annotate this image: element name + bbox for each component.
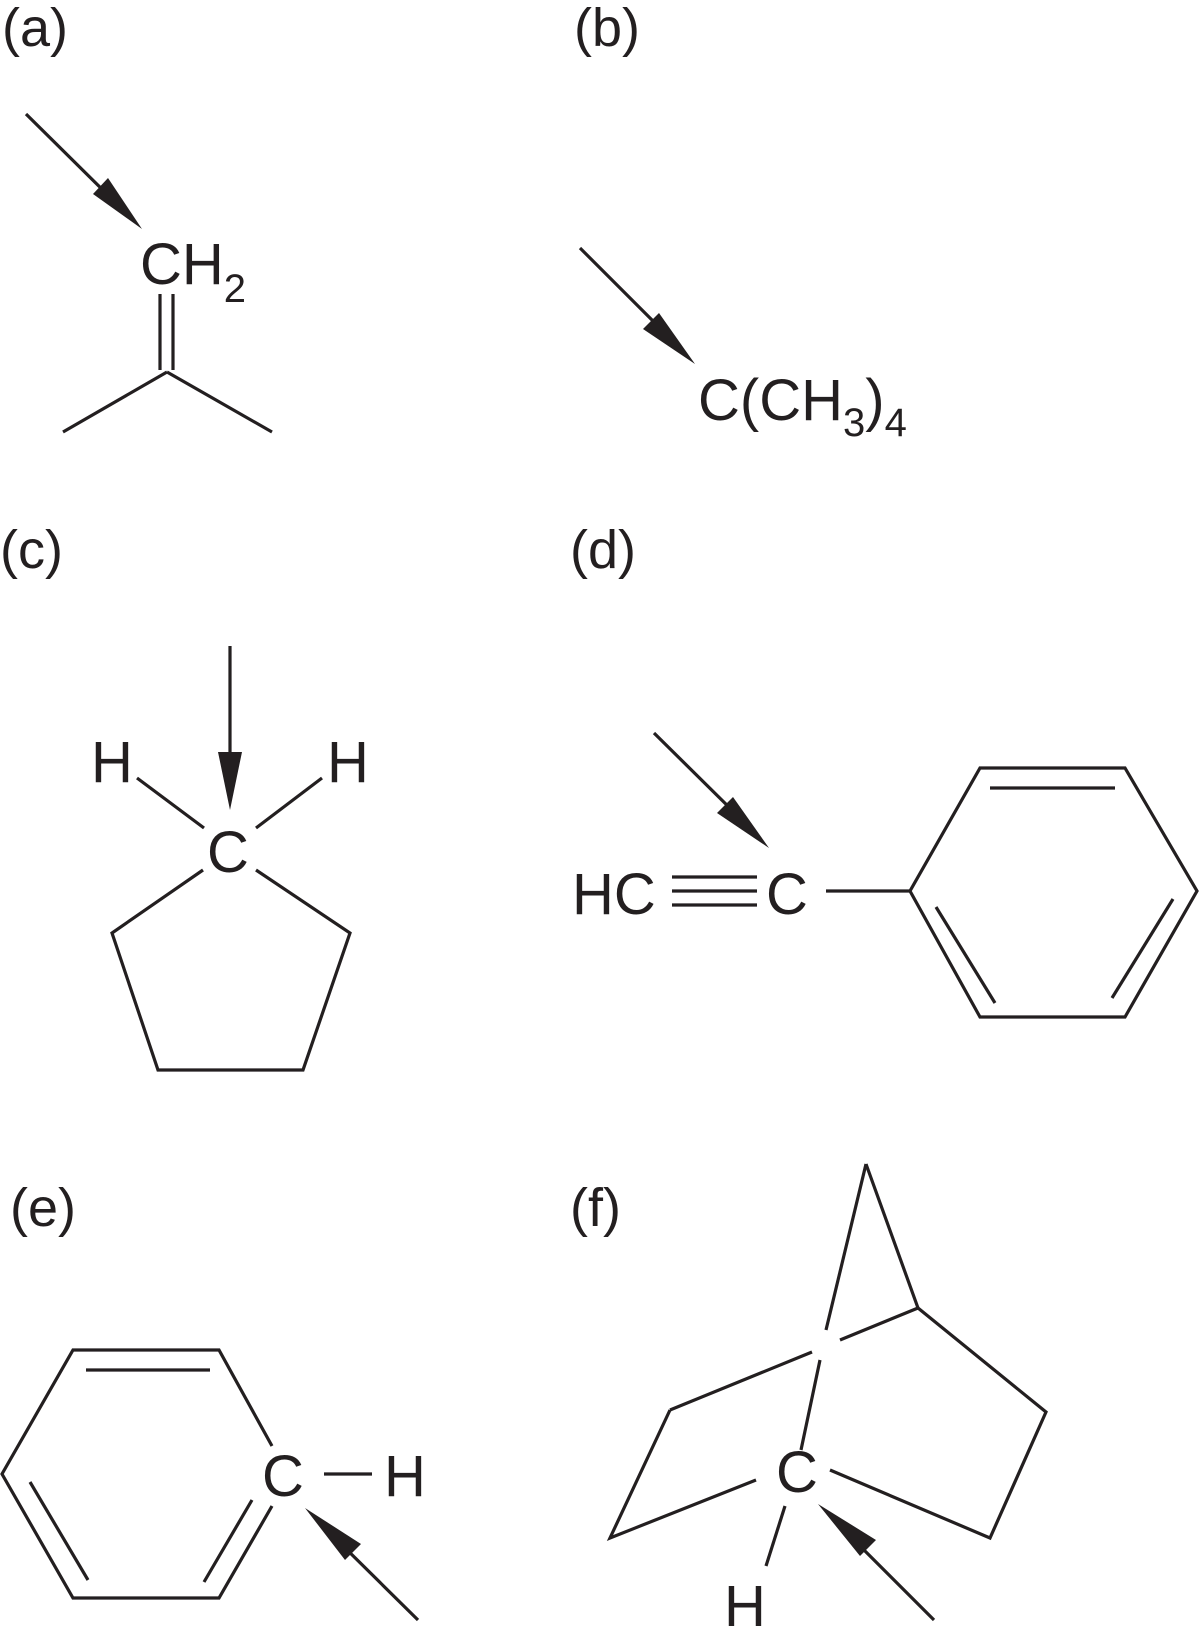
panel-a-bond-right	[166, 370, 273, 434]
panel-b: (b) C(CH3)4	[574, 0, 907, 445]
panel-f-bond-top-right	[864, 1163, 920, 1309]
panel-f: (f) C H	[570, 1163, 1048, 1626]
panel-f-carbon: C	[776, 1440, 818, 1505]
panel-d-ring-inner-bond-right	[1110, 898, 1175, 999]
panel-c: (c) H H C	[0, 520, 369, 1072]
panel-a-bond-left	[62, 370, 168, 434]
panel-c-cyclopentane-ring	[110, 868, 352, 1072]
panel-e-ring-inner-bond-left	[28, 1481, 90, 1581]
panel-e-ring-inner-bond-right	[202, 1499, 254, 1583]
panel-d-label: (d)	[570, 520, 636, 580]
panel-b-formula-part2: )	[865, 368, 884, 433]
panel-a-label: (a)	[2, 0, 68, 58]
panel-b-formula: C(CH3)4	[698, 368, 907, 445]
panel-f-back-bond-left	[669, 1350, 813, 1412]
panel-e-benzene-ring	[0, 1348, 274, 1600]
panel-b-subscript-4: 4	[885, 401, 907, 445]
panel-d-hc: HC	[572, 862, 656, 927]
panel-f-bond-c-h	[764, 1505, 787, 1567]
panel-a-arrow-head	[93, 178, 142, 229]
panel-b-subscript-3: 3	[843, 401, 865, 445]
panel-f-right-wing	[829, 1306, 1048, 1541]
panel-b-label: (b)	[574, 0, 640, 58]
panel-f-bridge-lower	[799, 1359, 822, 1451]
panel-c-arrow-head	[218, 752, 242, 810]
panel-d-ring-inner-bond-left	[934, 906, 997, 1004]
panel-f-label: (f)	[570, 1178, 621, 1238]
panel-c-label: (c)	[0, 520, 63, 580]
panel-e-arrow-head	[305, 1508, 361, 1560]
panel-b-formula-part1: C(CH	[698, 368, 843, 433]
panel-d: (d) HC C	[570, 520, 1199, 1019]
panel-e-label: (e)	[10, 1178, 76, 1238]
panel-d-carbon: C	[766, 862, 808, 927]
panel-e-carbon: C	[262, 1444, 304, 1509]
panel-c-carbon: C	[207, 820, 249, 885]
panel-c-h-left: H	[91, 730, 133, 795]
panel-f-back-bond-right	[839, 1306, 919, 1342]
panel-a-ch2-label: CH2	[140, 232, 246, 311]
panel-f-bridge-upper	[824, 1163, 868, 1331]
panel-a-subscript-2: 2	[224, 267, 246, 311]
panel-a: (a) CH2	[2, 0, 273, 434]
panel-d-benzene-ring	[908, 766, 1199, 1019]
panel-d-arrow-head	[717, 797, 769, 848]
panel-a-ch: CH	[140, 232, 224, 297]
panel-e: (e) C H	[0, 1178, 426, 1622]
panel-f-left-wing	[606, 1409, 757, 1541]
panel-e-hydrogen: H	[384, 1444, 426, 1509]
panel-f-arrow-head	[818, 1504, 876, 1556]
panel-c-h-right: H	[327, 730, 369, 795]
panel-c-bond-h-left	[136, 776, 205, 830]
panel-f-hydrogen: H	[724, 1574, 766, 1626]
panel-b-arrow-head	[643, 313, 695, 364]
panel-c-bond-h-right	[255, 776, 323, 830]
